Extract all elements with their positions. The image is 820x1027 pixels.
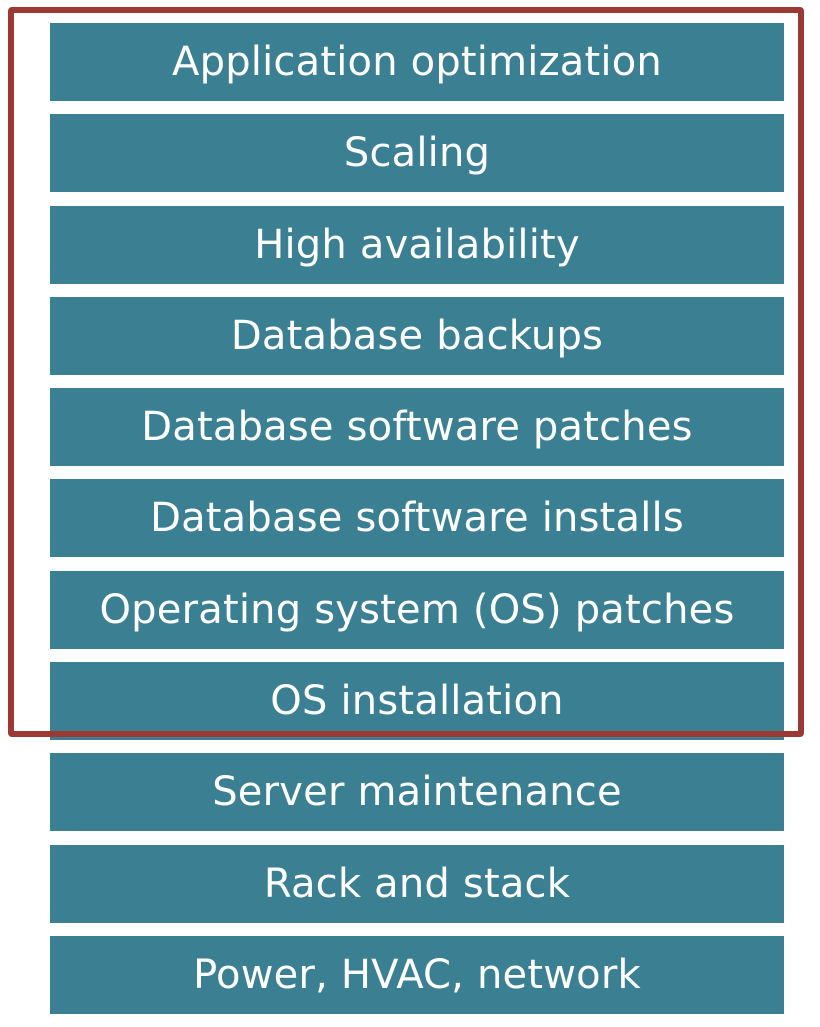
layer-application-optimization: Application optimization <box>50 23 784 101</box>
responsibility-stack: Application optimization Scaling High av… <box>50 23 784 1027</box>
layer-scaling: Scaling <box>50 114 784 193</box>
layer-high-availability: High availability <box>50 205 784 284</box>
layer-rack-and-stack: Rack and stack <box>50 844 784 923</box>
layer-os-installation: OS installation <box>50 662 784 741</box>
layer-os-patches: Operating system (OS) patches <box>50 570 784 649</box>
layer-power-hvac-network: Power, HVAC, network <box>50 935 784 1014</box>
layer-database-software-patches: Database software patches <box>50 388 784 467</box>
layer-database-software-installs: Database software installs <box>50 479 784 558</box>
layer-server-maintenance: Server maintenance <box>50 753 784 832</box>
layer-database-backups: Database backups <box>50 296 784 375</box>
